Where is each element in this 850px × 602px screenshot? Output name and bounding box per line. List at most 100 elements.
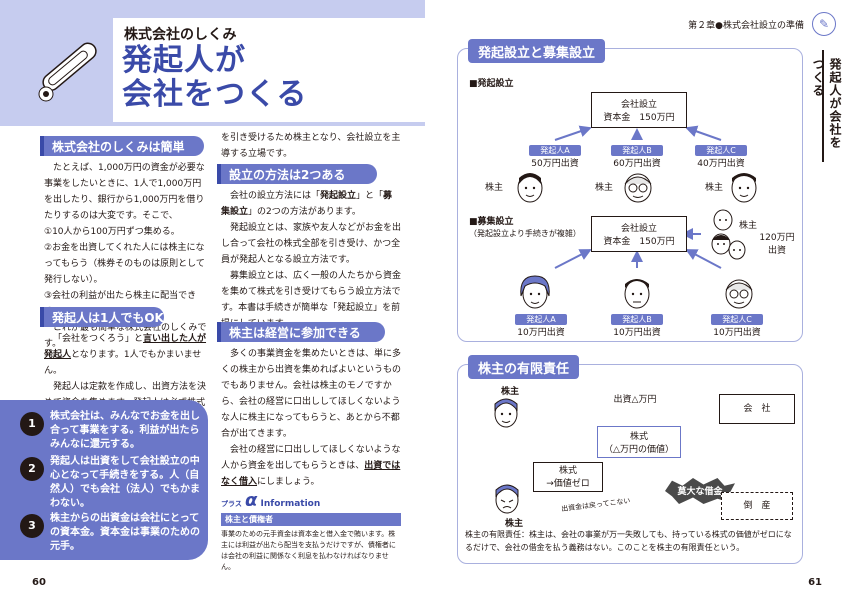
information-title: プラス α Information [221, 490, 401, 511]
stock-value: （△万円の価値） [604, 445, 674, 455]
founder-tag: 発起人A [515, 314, 567, 325]
investor-group-icon [711, 209, 746, 260]
investment-label: 10万円出資 [517, 328, 565, 338]
information-body: 事業のための元手資金は資本金と借入金で賄います。株主には利益が出たら配当を支払う… [221, 530, 396, 571]
section-4-body: 多くの事業資金を集めたいときは、単に多くの株主から出資を集めればよいというもので… [221, 346, 401, 490]
person-icon [624, 279, 650, 309]
bankruptcy-box: 倒 産 [721, 492, 793, 520]
text: となります。1人でもかまいません。 [44, 350, 202, 376]
shareholder-label: 株主 [705, 183, 724, 193]
shareholder-label: 株主 [485, 183, 504, 193]
company-box: 会 社 [719, 394, 795, 424]
worthless-stock-box: 株式 →価値ゼロ [533, 462, 603, 492]
section-2-body: 「会社をつくろう」と言い出した人が発起人となります。1人でもかまいません。 発起… [44, 331, 208, 411]
list-item: これが最も簡単な株式会社のしくみです。 [44, 323, 207, 349]
stock-label: 株式 [629, 432, 648, 442]
person-icon [725, 279, 753, 309]
information-label: 株主と債権者 [221, 513, 401, 526]
founder-tag: 発起人B [611, 145, 663, 156]
worried-shareholder-icon [495, 484, 519, 514]
title-line-1: 発起人が [122, 43, 246, 78]
emphasis: 発起設立 [320, 191, 357, 201]
information-box: プラス α Information 株主と債権者 事業のための元手資金は資本金と… [221, 490, 401, 572]
person-icon [520, 275, 550, 309]
company-label: 会社設立 [620, 100, 657, 110]
box-title: 発起設立と募集設立 [468, 39, 606, 63]
investment-amount: 出資△万円 [613, 395, 657, 405]
text: にしましょう。 [257, 477, 320, 487]
section-3-paragraph: 発起設立とは、家族や友人などがお金を出し合って会社の株式全部を引き受け、かつ全員… [221, 223, 402, 265]
paperclip-icon [28, 28, 108, 108]
boshu-label: ■募集設立 [469, 217, 514, 227]
capital-label: 資本金 150万円 [603, 237, 675, 247]
emphasis: 出資ではなく借入 [221, 461, 401, 487]
vertical-title-tab: 発起人が会社をつくる [811, 50, 850, 162]
box-title: 株主の有限責任 [468, 355, 580, 379]
text: 「会社をつくろう」と [53, 334, 144, 344]
section-heading-2: 発起人は1人でもOK [40, 307, 164, 327]
point-number-badge: 1 [20, 412, 44, 436]
emphasis: 募集設立 [221, 191, 393, 217]
alpha-icon: α [245, 490, 258, 511]
header-panel [113, 18, 425, 122]
page-title: 発起人が 会社をつくる [122, 44, 307, 112]
stock-box: 株式 （△万円の価値） [597, 426, 681, 458]
point-text: 株主からの出資金は会社にとっての資本金。資本金は事業のための元手。 [50, 513, 200, 552]
person-icon [624, 173, 652, 203]
list-item: ①10人から100万円ずつ集める。 [44, 227, 180, 237]
hokki-label: ■発起設立 [469, 79, 514, 89]
investment-label: 50万円出資 [531, 159, 579, 169]
shareholder-label: 株主 [739, 221, 758, 231]
shareholder-icon [494, 398, 518, 428]
left-page: 株式会社のしくみ 発起人が 会社をつくる 株式会社のしくみは簡単 たとえば、1,… [0, 0, 425, 588]
info-heading: Information [260, 499, 321, 509]
capital-label: 資本金 150万円 [603, 113, 675, 123]
text: 会社の経営に口出ししてほしくないような人から資金を出してもらうときは、 [221, 445, 401, 471]
page-number: 61 [808, 577, 822, 588]
person-icon [731, 173, 757, 203]
point-text: 株式会社は、みんなでお金を出し合って事業をする。利益が出たらみんなに還元する。 [50, 411, 200, 450]
investment-label: 60万円出資 [613, 159, 661, 169]
text: 」と「 [356, 191, 384, 201]
company-box-2: 会社設立 資本金 150万円 [591, 216, 687, 252]
section-1-paragraph: たとえば、1,000万円の資金が必要な事業をしたいときに、1人で1,000万円を… [44, 163, 205, 221]
page-number: 60 [32, 577, 46, 588]
person-icon [517, 173, 543, 203]
founder-tag: 発起人C [711, 314, 763, 325]
section-heading-3: 設立の方法は2つある [217, 164, 377, 184]
limited-liability-caption: 株主の有限責任：株主は、会社の事業が万一失敗しても、持っている株式の価値がゼロに… [465, 530, 792, 552]
chapter-logo-icon: ✎ [812, 12, 836, 36]
shareholder-label: 株主 [595, 183, 614, 193]
founder-tag: 発起人A [529, 145, 581, 156]
shareholder-label: 株主 [505, 519, 524, 529]
investment-label: 10万円出資 [613, 328, 661, 338]
investment-label: 120万円出資 [759, 233, 795, 256]
company-box-1: 会社設立 資本金 150万円 [591, 92, 687, 128]
text: 」の2つの方法があります。 [248, 207, 361, 217]
section-3-body: 会社の設立方法には「発起設立」と「募集設立」の2つの方法があります。 発起設立と… [221, 188, 401, 332]
shareholder-label: 株主 [501, 387, 520, 397]
founder-tag: 発起人C [695, 145, 747, 156]
point-number-badge: 2 [20, 457, 44, 481]
point-number-badge: 3 [20, 514, 44, 538]
section-4-paragraph: 多くの事業資金を集めたいときは、単に多くの株主から出資を集めればよいというもので… [221, 349, 402, 439]
boshu-note: （発起設立より手続きが複雑） [469, 229, 581, 238]
chapter-header: 第２章●株式会社設立の準備 [688, 21, 804, 31]
info-prefix: プラス [221, 500, 242, 508]
section-heading-4: 株主は経営に参加できる [217, 322, 385, 342]
list-item: ②お金を出資してくれた人には株主になってもらう（株券そのものは原則として発行しな… [44, 243, 205, 285]
chapter-kicker: 株式会社のしくみ [124, 27, 237, 43]
investment-label: 10万円出資 [713, 328, 761, 338]
point-text: 発起人は出資をして会社設立の中心となって手続きをする。人（自然人）でも会社（法人… [50, 456, 200, 509]
title-line-2: 会社をつくる [122, 77, 308, 112]
section-heading-1: 株式会社のしくみは簡単 [40, 136, 204, 156]
section-1-body: たとえば、1,000万円の資金が必要な事業をしたいときに、1人で1,000万円を… [44, 160, 208, 352]
debt-label: 莫大な借金 [677, 487, 723, 497]
column-2-top: を引き受けるため株主となり、会社設立を主導する立場です。 [221, 133, 401, 159]
investment-label: 40万円出資 [697, 159, 745, 169]
text: 会社の設立方法には「 [230, 191, 321, 201]
